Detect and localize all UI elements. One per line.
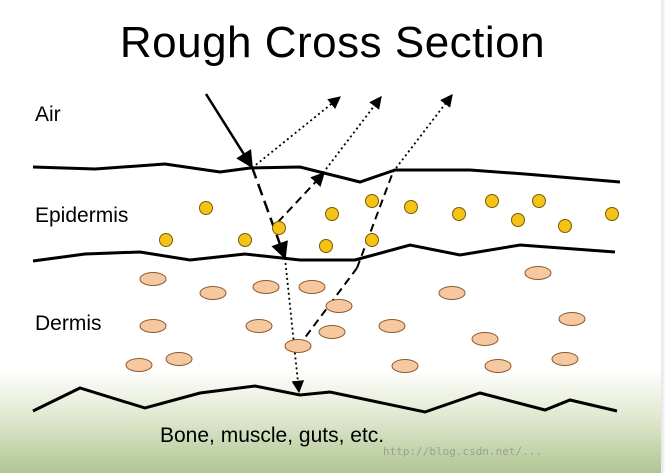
dermis-cell xyxy=(298,280,326,294)
epidermis-particle xyxy=(558,219,572,233)
refracted-ray-epidermis xyxy=(250,166,288,260)
dermis-cell xyxy=(551,352,579,366)
epidermis-particle xyxy=(452,207,466,221)
epidermis-particle xyxy=(319,239,333,253)
dermis-cell xyxy=(471,332,499,346)
epidermis-particle xyxy=(238,233,252,247)
epidermis-particle xyxy=(272,221,286,235)
dermis-cell xyxy=(484,359,512,373)
incident-ray xyxy=(204,93,254,169)
dermis-cell xyxy=(378,319,406,333)
epidermis-particle xyxy=(532,194,546,208)
epidermis-particle xyxy=(485,194,499,208)
epidermis-dermis-boundary xyxy=(32,243,616,263)
slide-edge xyxy=(661,0,665,473)
scattered-ray-air-2 xyxy=(322,95,382,174)
epidermis-particles xyxy=(159,194,619,253)
background-texture xyxy=(0,370,665,473)
epidermis-particle xyxy=(511,213,525,227)
label-bottom-tissues: Bone, muscle, guts, etc. xyxy=(160,424,385,447)
backscatter-ray-epidermis xyxy=(356,171,394,269)
dermis-cell xyxy=(199,286,227,300)
scattered-ray-air-3 xyxy=(392,93,453,173)
label-air: Air xyxy=(35,103,61,126)
epidermis-particle xyxy=(325,207,339,221)
dermis-cell xyxy=(524,266,552,280)
epidermis-particle xyxy=(404,200,418,214)
dermis-cell xyxy=(284,339,312,353)
epidermis-particle xyxy=(199,201,213,215)
dermis-bottom-boundary xyxy=(32,384,618,414)
dermis-cell xyxy=(438,286,466,300)
dermis-cell xyxy=(139,272,167,286)
scattered-ray-epidermis-1 xyxy=(277,171,325,223)
backscatter-ray-dermis xyxy=(297,267,358,348)
air-epidermis-boundary xyxy=(32,162,621,184)
reflected-ray-surface xyxy=(251,96,341,169)
transmitted-ray-dermis xyxy=(284,257,305,394)
watermark: http://blog.csdn.net/... xyxy=(383,445,542,458)
dermis-cell xyxy=(165,352,193,366)
dermis-cell xyxy=(318,325,346,339)
dermis-cell xyxy=(325,299,353,313)
dermis-cell xyxy=(391,359,419,373)
dermis-cell xyxy=(125,358,153,372)
dermis-cell xyxy=(558,312,586,326)
label-dermis: Dermis xyxy=(35,312,102,335)
epidermis-particle xyxy=(605,207,619,221)
label-epidermis: Epidermis xyxy=(35,204,129,227)
epidermis-particle xyxy=(365,233,379,247)
dermis-cell xyxy=(245,319,273,333)
dermis-cell xyxy=(139,319,167,333)
slide-title: Rough Cross Section xyxy=(119,18,546,67)
epidermis-particle xyxy=(365,194,379,208)
dermis-cell xyxy=(252,280,280,294)
epidermis-particle xyxy=(159,233,173,247)
dermis-cells xyxy=(125,266,586,373)
